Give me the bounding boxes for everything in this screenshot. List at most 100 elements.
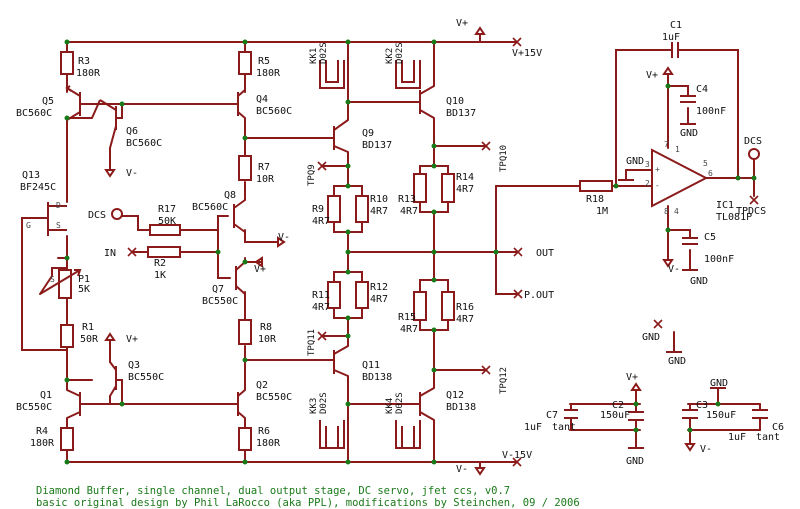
svg-text:3: 3 — [645, 160, 650, 169]
r1-ref: R1 — [82, 322, 94, 333]
r11-value: 4R7 — [312, 302, 330, 313]
c5-value: 100nF — [704, 254, 734, 265]
q8-part: BC560C — [192, 202, 228, 213]
q11-part: BD138 — [362, 372, 392, 383]
q7-ref: Q7 — [212, 284, 224, 295]
r3-value: 180R — [76, 68, 101, 79]
svg-text:S: S — [56, 221, 61, 230]
gnd-nc-terminal — [653, 319, 663, 329]
transistor-q8 — [233, 199, 246, 233]
q2-ref: Q2 — [256, 380, 268, 391]
tpdcs-label: TPDCS — [736, 206, 766, 217]
q9-part: BD137 — [362, 140, 392, 151]
kk2-ref: KK2 — [385, 48, 395, 64]
resistor-r1 — [60, 324, 74, 348]
r9-ref: R9 — [312, 204, 324, 215]
svg-text:7: 7 — [664, 140, 669, 149]
svg-text:S: S — [50, 275, 55, 284]
transistor-q5 — [65, 85, 81, 121]
transistor-q6 — [91, 99, 117, 149]
ic1-vminus-label: V- — [668, 264, 680, 275]
transistors — [40, 85, 435, 421]
svg-text:+: + — [655, 165, 660, 174]
vplus-q7 — [254, 256, 263, 268]
vplus-q3 — [104, 332, 116, 341]
r1-value: 50R — [80, 334, 99, 345]
r4-value: 180R — [30, 438, 55, 449]
c6-value: 1uF — [728, 432, 746, 443]
c4-ref: C4 — [696, 84, 708, 95]
r15-ref: R15 — [398, 312, 416, 323]
resistor-r4 — [60, 427, 74, 451]
q11-ref: Q11 — [362, 360, 380, 371]
c1-value: 1uF — [662, 32, 680, 43]
transistor-q2 — [237, 389, 246, 419]
gnd-c4-label: GND — [680, 128, 698, 139]
capacitor-c6 — [752, 409, 768, 419]
labels: Q5 BC560C Q6 BC560C Q4 BC560C Q8 BC560C … — [16, 18, 784, 475]
transistor-q1 — [66, 389, 81, 419]
c3-ref: C3 — [696, 400, 708, 411]
resistor-r7 — [238, 155, 252, 181]
tpq10-label: TPQ10 — [499, 145, 509, 172]
c5-ref: C5 — [704, 232, 716, 243]
dcs-output-terminal — [748, 148, 760, 160]
svg-text:5: 5 — [703, 159, 708, 168]
r10-value: 4R7 — [370, 206, 388, 217]
heatsink-kk2 — [395, 60, 421, 89]
r3-ref: R3 — [78, 56, 90, 67]
capacitor-c5 — [682, 237, 698, 245]
r16-value: 4R7 — [456, 314, 474, 325]
vminus-q6 — [104, 169, 116, 178]
c2-value: 150uF — [600, 410, 630, 421]
r14-ref: R14 — [456, 172, 474, 183]
resistors — [39, 51, 613, 451]
q6-ref: Q6 — [126, 126, 138, 137]
vminus-ic1 — [662, 259, 674, 268]
vminus-q8 — [277, 236, 286, 248]
resistor-r9 — [327, 195, 341, 223]
c7-ref: C7 — [546, 410, 558, 421]
r18-value: 1M — [596, 206, 608, 217]
in-label: IN — [104, 248, 116, 259]
q4-part: BC560C — [256, 106, 292, 117]
q12-ref: Q12 — [446, 390, 464, 401]
kk1-part: D02S — [319, 42, 329, 64]
vminus15-terminal — [512, 457, 522, 467]
tpq11-label: TPQ11 — [307, 329, 317, 356]
tpq12-label: TPQ12 — [499, 367, 509, 394]
resistor-r3 — [60, 51, 74, 75]
tpq9-terminal — [317, 161, 327, 171]
transistor-q3 — [109, 361, 117, 397]
r12-ref: R12 — [370, 282, 388, 293]
r17-value: 50K — [158, 216, 176, 227]
resistor-r6 — [238, 427, 252, 451]
tpdcs-terminal — [749, 195, 759, 205]
c3-vminus-label: V- — [700, 444, 712, 455]
vplus-c2 — [630, 382, 642, 391]
heatsinks — [319, 60, 421, 449]
q4-ref: Q4 — [256, 94, 268, 105]
dcs-output-label: DCS — [744, 136, 762, 147]
c2-ref: C2 — [612, 400, 624, 411]
r11-ref: R11 — [312, 290, 330, 301]
c2-vplus-label: V+ — [626, 372, 638, 383]
capacitor-c3 — [682, 409, 698, 419]
ic1-vplus-label: V+ — [646, 70, 658, 81]
c4-value: 100nF — [696, 106, 726, 117]
caption-line-1: Diamond Buffer, single channel, dual out… — [36, 485, 510, 497]
r15-value: 4R7 — [400, 324, 418, 335]
resistor-r18 — [579, 180, 613, 192]
wires — [21, 33, 761, 469]
kk4-part: D02S — [395, 392, 405, 414]
r5-ref: R5 — [258, 56, 270, 67]
caption-line-2: basic original design by Phil LaRocco (a… — [36, 497, 580, 509]
svg-text:D: D — [56, 201, 61, 210]
resistor-r15 — [413, 291, 427, 321]
terminals — [111, 37, 760, 467]
transistor-q4 — [237, 89, 246, 119]
resistor-r17 — [149, 224, 181, 236]
pout-label: P.OUT — [524, 290, 554, 301]
